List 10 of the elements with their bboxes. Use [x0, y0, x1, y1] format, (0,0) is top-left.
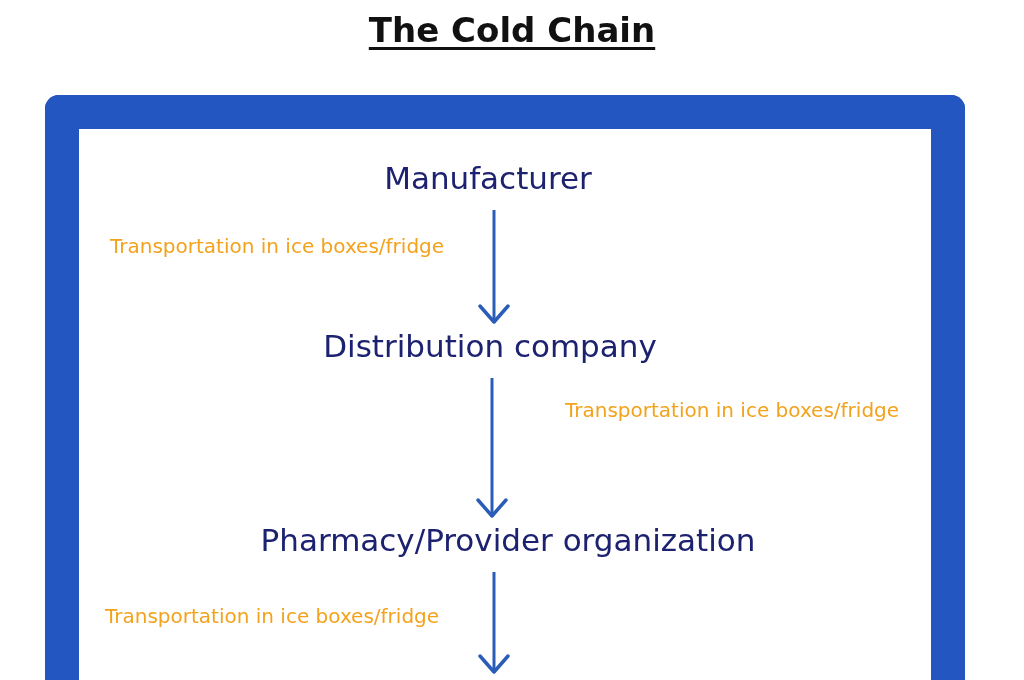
diagram-title: The Cold Chain: [368, 10, 656, 50]
node-label: Distribution company: [317, 326, 663, 366]
arrow: [478, 572, 510, 674]
node-label: Pharmacy/Provider organization: [254, 520, 762, 560]
node-label: Manufacturer: [378, 158, 598, 198]
arrow: [478, 210, 510, 324]
edge-label: Transportation in ice boxes/fridge: [565, 398, 900, 422]
arrow: [476, 378, 508, 518]
edge-label: Transportation in ice boxes/fridge: [110, 234, 445, 258]
edge-label: Transportation in ice boxes/fridge: [105, 604, 440, 628]
